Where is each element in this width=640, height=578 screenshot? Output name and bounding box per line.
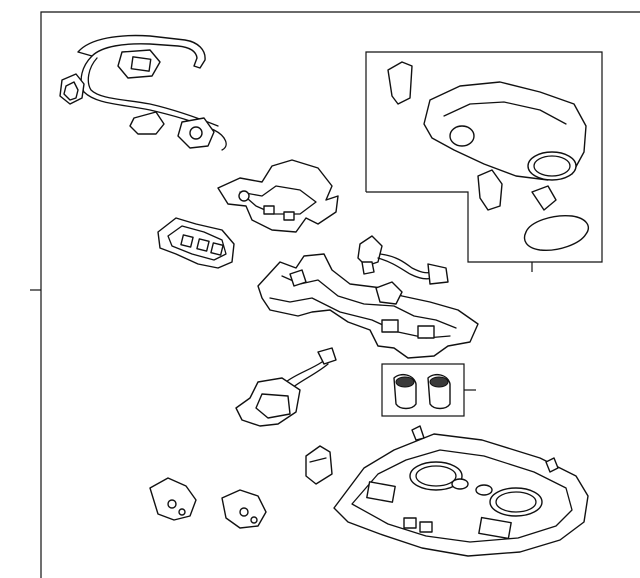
- console-bracket[interactable]: [217, 159, 339, 233]
- bulb-pair[interactable]: [381, 363, 476, 417]
- retainer-clip[interactable]: [305, 445, 333, 485]
- lamp-inset: [365, 51, 603, 272]
- diagram-frame: [30, 11, 640, 578]
- overhead-console-bezel[interactable]: [333, 425, 589, 557]
- lamp-socket-wire[interactable]: [357, 235, 449, 285]
- console-frame[interactable]: [257, 253, 479, 359]
- map-lamp-housing[interactable]: [235, 347, 337, 427]
- lamp-lens[interactable]: [423, 81, 587, 181]
- small-clip[interactable]: [387, 61, 413, 105]
- lens-cover[interactable]: [523, 215, 590, 251]
- mount-clip-left[interactable]: [149, 477, 197, 521]
- mount-clip-right[interactable]: [221, 489, 267, 529]
- lamp-bulb[interactable]: [477, 169, 557, 211]
- roof-wire-harness[interactable]: [59, 34, 227, 151]
- switch-assembly[interactable]: [157, 217, 235, 269]
